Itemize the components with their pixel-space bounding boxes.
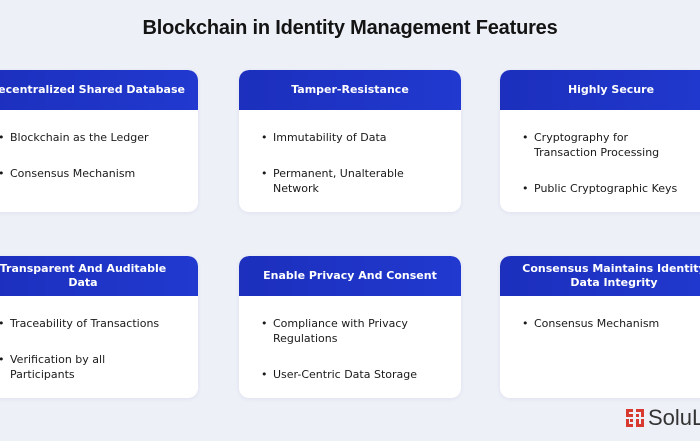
card-list: Blockchain as the Ledger Consensus Mecha…	[0, 110, 198, 181]
feature-card-tamper-resistance: Tamper-Resistance Immutability of Data P…	[239, 70, 461, 212]
card-list: Consensus Mechanism	[500, 296, 700, 331]
page-title: Blockchain in Identity Management Featur…	[142, 17, 558, 39]
card-heading: Highly Secure	[500, 70, 700, 110]
feature-card-decentralized-database: Decentralized Shared Database Blockchain…	[0, 70, 198, 212]
card-list: Cryptography for Transaction Processing …	[500, 110, 700, 196]
list-item: Blockchain as the Ledger	[0, 130, 188, 145]
card-heading: Enable Privacy And Consent	[239, 256, 461, 296]
logo-text: SoluLab	[648, 405, 700, 430]
card-list: Immutability of Data Permanent, Unaltera…	[239, 110, 461, 196]
brand-logo: SoluLab	[626, 404, 700, 432]
list-item: Public Cryptographic Keys	[522, 181, 700, 196]
card-list: Compliance with Privacy Regulations User…	[239, 296, 461, 382]
feature-card-highly-secure: Highly Secure Cryptography for Transacti…	[500, 70, 700, 212]
list-item: Consensus Mechanism	[522, 316, 700, 331]
card-heading: Tamper-Resistance	[239, 70, 461, 110]
card-heading: Decentralized Shared Database	[0, 70, 198, 110]
list-item: Cryptography for Transaction Processing	[522, 130, 684, 160]
list-item: Consensus Mechanism	[0, 166, 188, 181]
logo-mark-icon	[626, 409, 644, 427]
card-heading: Transparent And Auditable Data	[0, 256, 198, 296]
list-item: Verification by all Participants	[0, 352, 130, 382]
list-item: Compliance with Privacy Regulations	[261, 316, 423, 346]
card-heading: Consensus Maintains Identity Data Integr…	[500, 256, 700, 296]
list-item: Immutability of Data	[261, 130, 451, 145]
list-item: Permanent, Unalterable Network	[261, 166, 413, 196]
list-item: Traceability of Transactions	[0, 316, 188, 331]
feature-card-privacy-consent: Enable Privacy And Consent Compliance wi…	[239, 256, 461, 398]
feature-card-transparent-auditable: Transparent And Auditable Data Traceabil…	[0, 256, 198, 398]
list-item: User-Centric Data Storage	[261, 367, 451, 382]
card-list: Traceability of Transactions Verificatio…	[0, 296, 198, 382]
feature-card-consensus-integrity: Consensus Maintains Identity Data Integr…	[500, 256, 700, 398]
